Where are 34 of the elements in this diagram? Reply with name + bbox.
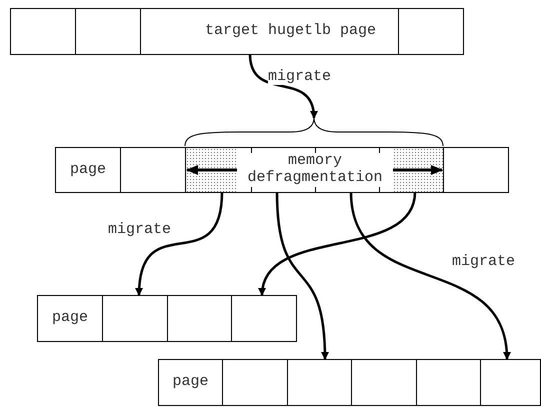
page-cell bbox=[416, 359, 481, 406]
edge-label: migrate bbox=[268, 68, 332, 85]
cell-text: page bbox=[52, 308, 88, 328]
page-cell bbox=[37, 295, 103, 342]
page-cell bbox=[10, 8, 76, 55]
curved-arrow bbox=[248, 54, 318, 119]
page-cell bbox=[287, 359, 352, 406]
arrow bbox=[393, 165, 443, 175]
page-cell bbox=[351, 359, 417, 406]
page-cell bbox=[75, 8, 141, 55]
page-cell bbox=[55, 147, 121, 193]
page-cell bbox=[158, 359, 223, 406]
cell-text: page bbox=[70, 160, 106, 180]
curved-arrow bbox=[350, 192, 510, 360]
page-cell bbox=[222, 359, 288, 406]
page-cell bbox=[480, 359, 541, 406]
curved-arrow bbox=[276, 192, 329, 360]
annotation-text: memory defragmentation bbox=[238, 152, 392, 186]
curved-arrow bbox=[136, 192, 224, 296]
page-cell bbox=[443, 147, 509, 193]
page-cell bbox=[120, 147, 186, 193]
curly-brace bbox=[184, 118, 444, 146]
page-cell bbox=[398, 8, 464, 55]
page-cell bbox=[167, 295, 232, 342]
page-cell bbox=[231, 295, 297, 342]
edge-label: migrate bbox=[452, 253, 516, 270]
cell-text: target hugetlb page bbox=[204, 21, 376, 42]
edge-label: migrate bbox=[108, 221, 172, 238]
page-cell bbox=[102, 295, 168, 342]
page-cell bbox=[140, 8, 399, 55]
curved-arrow bbox=[259, 192, 416, 296]
cell-text: page bbox=[172, 372, 208, 392]
arrow bbox=[186, 165, 237, 175]
dotted-page-range bbox=[185, 147, 444, 193]
